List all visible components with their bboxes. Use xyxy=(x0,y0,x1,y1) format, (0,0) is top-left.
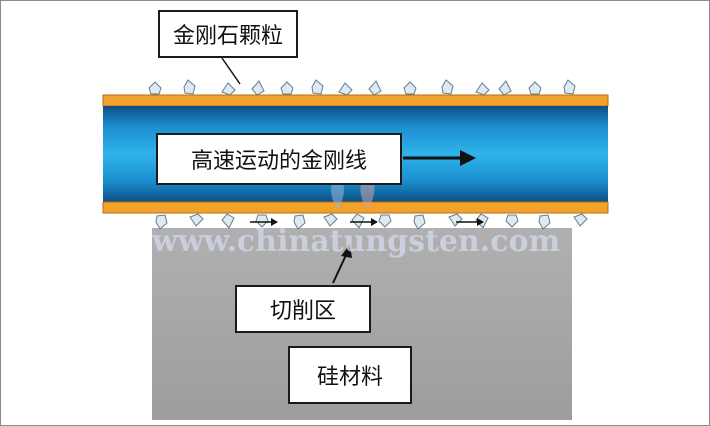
grit-leader-line xyxy=(221,57,241,85)
small-arrow-head xyxy=(371,218,378,226)
diamond-particle xyxy=(183,79,196,95)
diamond-particle xyxy=(148,81,162,95)
watermark-text: www.chinatungsten.com xyxy=(152,224,561,259)
diamond-particle xyxy=(413,214,426,230)
diamond-particle xyxy=(563,79,576,95)
diamond-particle xyxy=(311,79,324,95)
diamond-particle xyxy=(378,214,392,228)
diamond-particles-bottom xyxy=(155,213,588,230)
diamond-particle xyxy=(498,80,512,96)
diamond-particle xyxy=(475,82,490,96)
diamond-particle xyxy=(189,213,204,227)
diamond-particle xyxy=(573,213,588,227)
small-arrow-head xyxy=(477,218,484,226)
diamond-particle xyxy=(368,80,382,96)
diamond-particle xyxy=(280,81,294,95)
wire-bottom-coating xyxy=(102,201,609,214)
diamond-particle xyxy=(221,82,236,96)
diamond-particle xyxy=(251,80,265,96)
small-arrow-head xyxy=(271,218,278,226)
moving-wire-label: 高速运动的金刚线 xyxy=(156,133,402,185)
diamond-particle xyxy=(323,213,338,227)
diamond-particle xyxy=(505,214,519,228)
diamond-particle xyxy=(155,214,168,230)
diamond-particle xyxy=(538,214,551,230)
cutting-zone-arrow xyxy=(332,244,352,284)
diamond-grit-label: 金刚石颗粒 xyxy=(158,10,298,58)
cutting-zone-label: 切削区 xyxy=(235,285,371,333)
diamond-particle xyxy=(441,79,454,95)
diamond-particle xyxy=(338,82,353,96)
wire-top-coating xyxy=(102,94,609,107)
diamond-particle xyxy=(293,214,306,230)
diamond-particle xyxy=(403,81,417,95)
diamond-particle xyxy=(221,213,235,229)
diamond-particle xyxy=(528,81,542,95)
cutting-arrows xyxy=(250,218,484,226)
motion-arrow xyxy=(403,150,476,166)
diamond-particles-top xyxy=(148,79,576,96)
silicon-material-label: 硅材料 xyxy=(288,346,412,404)
